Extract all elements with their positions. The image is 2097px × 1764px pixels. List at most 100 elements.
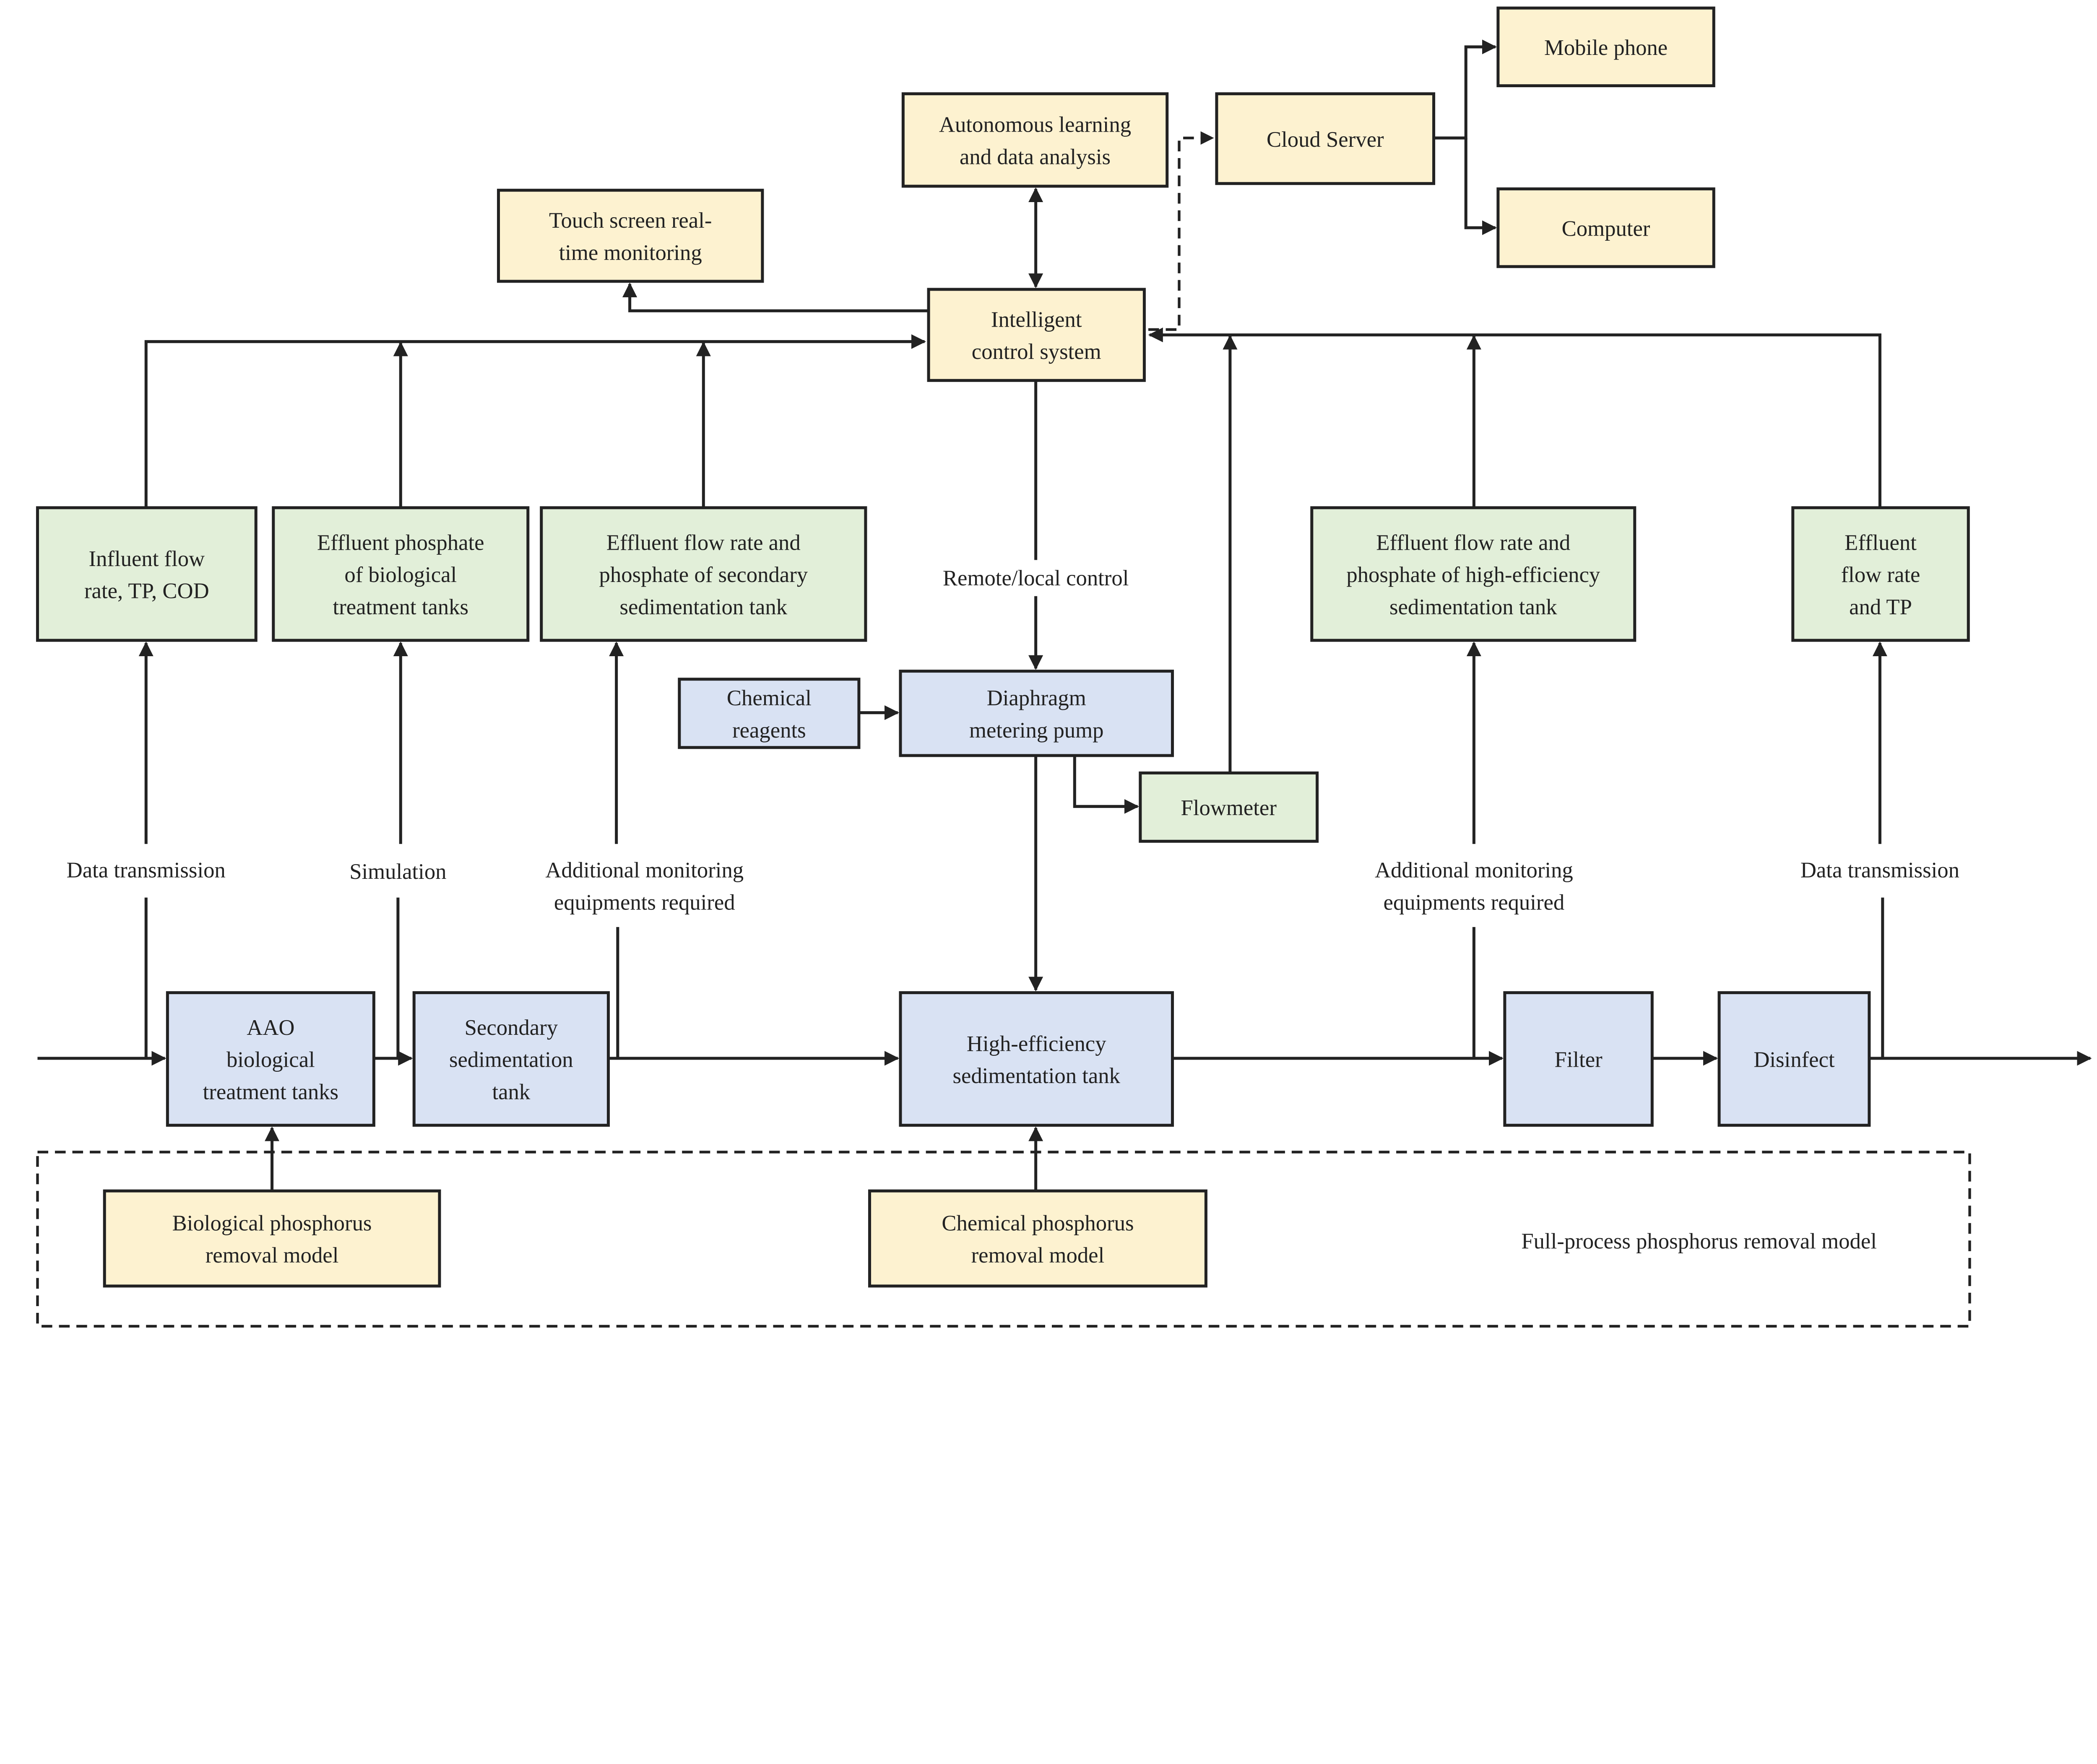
connectors <box>36 39 2092 1328</box>
filter-box: Filter <box>1503 991 1654 1127</box>
high-eff-tank-label: High-efficiency <box>967 1031 1106 1056</box>
chem-model-rect <box>868 1189 1207 1288</box>
bio-model-box: Biological phosphorus removal model <box>103 1189 441 1288</box>
arrow-control-to-cloud <box>1148 131 1214 331</box>
effluent-bio-label: of biological <box>344 563 457 587</box>
effluent-final-label: flow rate <box>1841 563 1920 587</box>
effluent-secondary-box: Effluent flow rate and phosphate of secon… <box>540 506 867 642</box>
intelligent-box: Intelligent control system <box>927 288 1146 382</box>
effluent-bio-box: Effluent phosphate of biological treatment… <box>272 506 530 642</box>
autonomous-label: and data analysis <box>960 145 1111 169</box>
chemical-reagents-label: reagents <box>732 718 806 743</box>
computer-label: Computer <box>1562 216 1650 241</box>
bio-model-rect <box>103 1189 441 1288</box>
arrow-cloud-to-phone <box>1434 39 1497 140</box>
aao-label: treatment tanks <box>203 1080 338 1104</box>
disinfect-box: Disinfect <box>1717 991 1871 1127</box>
effluent-high-label: Effluent flow rate and <box>1376 530 1570 555</box>
data-transmission-left-label: Data transmission <box>67 858 226 883</box>
mobile-phone-rect <box>1496 6 1715 87</box>
secondary-tank-label: tank <box>492 1080 530 1104</box>
chem-model-box: Chemical phosphorus removal model <box>868 1189 1207 1288</box>
chem-model-label: removal model <box>971 1243 1105 1268</box>
aao-label: biological <box>226 1048 315 1072</box>
secondary-tank-rect <box>412 991 610 1127</box>
disinfect-rect <box>1717 991 1871 1127</box>
arrow-pump-to-flowmeter <box>1073 755 1139 814</box>
chem-model-label: Chemical phosphorus <box>942 1211 1134 1235</box>
touch-screen-label: Touch screen real- <box>549 208 712 233</box>
effluent-final-label: Effluent <box>1845 530 1917 555</box>
effluent-secondary-label: Effluent flow rate and <box>606 530 801 555</box>
disinfect-label: Disinfect <box>1754 1048 1835 1072</box>
full-process-model-frame <box>36 1151 1971 1328</box>
touch-screen-rect <box>497 189 764 283</box>
high-eff-tank-rect <box>899 991 1174 1127</box>
diaphragm-pump-label: Diaphragm <box>987 686 1086 710</box>
diaphragm-pump-rect <box>899 670 1174 757</box>
effluent-secondary-rect <box>540 506 867 642</box>
filter-label: Filter <box>1554 1048 1603 1072</box>
high-eff-tank-label: sedimentation tank <box>952 1064 1120 1088</box>
effluent-bio-label: Effluent phosphate <box>317 530 484 555</box>
bio-model-label: Biological phosphorus <box>172 1211 372 1235</box>
additional-left-label-2: equipments required <box>554 890 735 914</box>
simulation-label: Simulation <box>349 860 446 884</box>
chemical-reagents-rect <box>678 678 861 749</box>
effluent-high-label: sedimentation tank <box>1389 595 1557 619</box>
influent-label: rate, TP, COD <box>84 579 209 603</box>
cloud-server-box: Cloud Server <box>1215 92 1436 185</box>
chemical-reagents-box: Chemical reagents <box>678 678 861 749</box>
chemical-reagents-label: Chemical <box>727 686 812 710</box>
remote-local-label: Remote/local control <box>943 566 1129 590</box>
autonomous-box: Autonomous learning and data analysis <box>901 92 1169 188</box>
bio-model-label: removal model <box>206 1243 339 1268</box>
autonomous-label: Autonomous learning <box>939 113 1131 137</box>
additional-right-label-1: Additional monitoring <box>1375 858 1573 883</box>
aao-rect <box>166 991 375 1127</box>
effluent-secondary-label: phosphate of secondary <box>599 563 808 587</box>
cloud-server-label: Cloud Server <box>1267 127 1384 152</box>
intelligent-label: Intelligent <box>991 308 1082 332</box>
secondary-tank-label: sedimentation <box>449 1048 573 1072</box>
arrow-control-to-touch <box>622 282 929 312</box>
diaphragm-pump-box: Diaphragm metering pump <box>899 670 1174 757</box>
feedback-bus-left <box>144 334 926 508</box>
flowmeter-rect <box>1139 771 1319 843</box>
touch-screen-box: Touch screen real-time monitoring <box>497 189 764 283</box>
data-transmission-right-label: Data transmission <box>1800 858 1959 883</box>
influent-rect <box>36 506 258 642</box>
mobile-phone-box: Mobile phone <box>1496 6 1715 87</box>
effluent-high-rect <box>1310 506 1636 642</box>
effluent-bio-label: treatment tanks <box>333 595 468 619</box>
intelligent-rect <box>927 288 1146 382</box>
computer-rect <box>1496 187 1715 268</box>
diaphragm-pump-label: metering pump <box>969 718 1104 743</box>
intelligent-label: control system <box>972 340 1101 364</box>
effluent-high-label: phosphate of high-efficiency <box>1346 563 1600 587</box>
arrow-cloud-to-computer <box>1464 138 1497 235</box>
additional-right-label-2: equipments required <box>1383 890 1564 914</box>
mobile-phone-label: Mobile phone <box>1544 36 1668 60</box>
secondary-tank-box: Secondary sedimentation tank <box>412 991 610 1127</box>
computer-box: Computer <box>1496 187 1715 268</box>
touch-screen-label: time monitoring <box>559 241 702 265</box>
secondary-tank-label: Secondary <box>465 1016 558 1040</box>
feedback-bus-right <box>1148 327 1881 508</box>
high-eff-tank-box: High-efficiency sedimentation tank <box>899 991 1174 1127</box>
effluent-bio-rect <box>272 506 530 642</box>
effluent-high-box: Effluent flow rate and phosphate of high-… <box>1310 506 1636 642</box>
labels: Remote/local control Data transmission S… <box>67 566 1959 1253</box>
flowmeter-box: Flowmeter <box>1139 771 1319 843</box>
autonomous-rect <box>901 92 1169 188</box>
effluent-secondary-label: sedimentation tank <box>620 595 788 619</box>
flowmeter-label: Flowmeter <box>1181 796 1277 820</box>
effluent-final-rect <box>1791 506 1970 642</box>
full-process-label: Full-process phosphorus removal model <box>1521 1229 1877 1254</box>
cloud-server-rect <box>1215 92 1436 185</box>
